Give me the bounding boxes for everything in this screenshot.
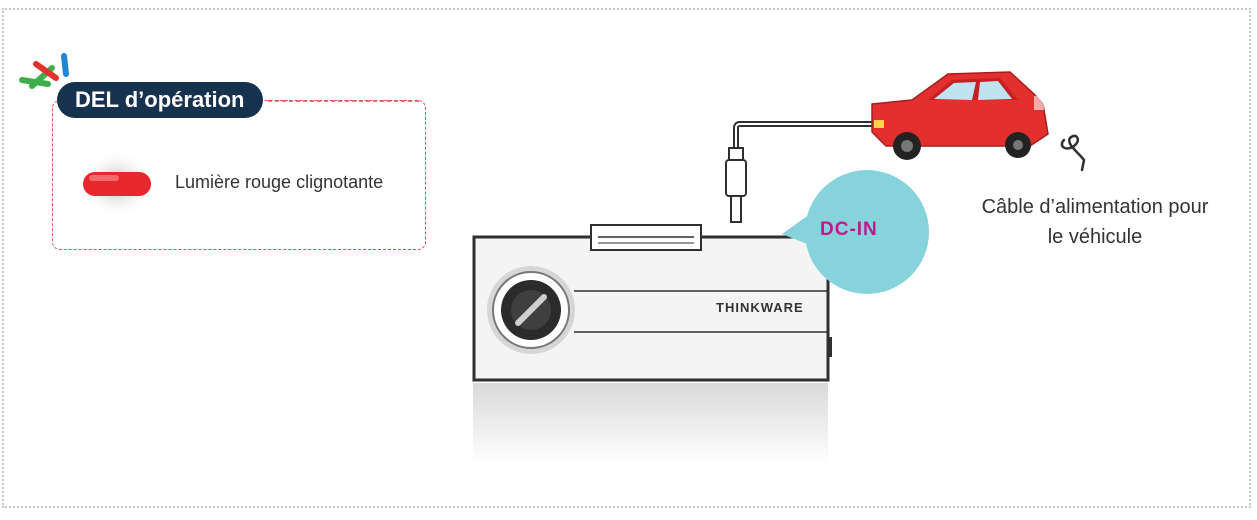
spark-icon [19, 53, 69, 89]
device-shadow [473, 383, 828, 463]
led-indicator-label: Lumière rouge clignotante [175, 172, 384, 192]
cable-label-line1: Câble d’alimentation pour [981, 196, 1209, 218]
dc-in-label: DC-IN [820, 219, 878, 240]
curly-arrow-icon [1060, 134, 1086, 172]
cable-label-line2: le véhicule [1047, 226, 1143, 248]
dc-in-bubble [782, 170, 929, 294]
car-icon [871, 71, 1049, 160]
cable-label: Câble d’alimentation pour le véhicule [960, 192, 1230, 252]
diagram-frame [2, 8, 1251, 508]
led-section-title: DEL d’opération [57, 82, 263, 118]
power-cable-icon [725, 121, 880, 223]
brand-label: THINKWARE [716, 300, 804, 315]
dashcam-icon [472, 224, 832, 382]
led-indicator-icon [79, 150, 155, 218]
